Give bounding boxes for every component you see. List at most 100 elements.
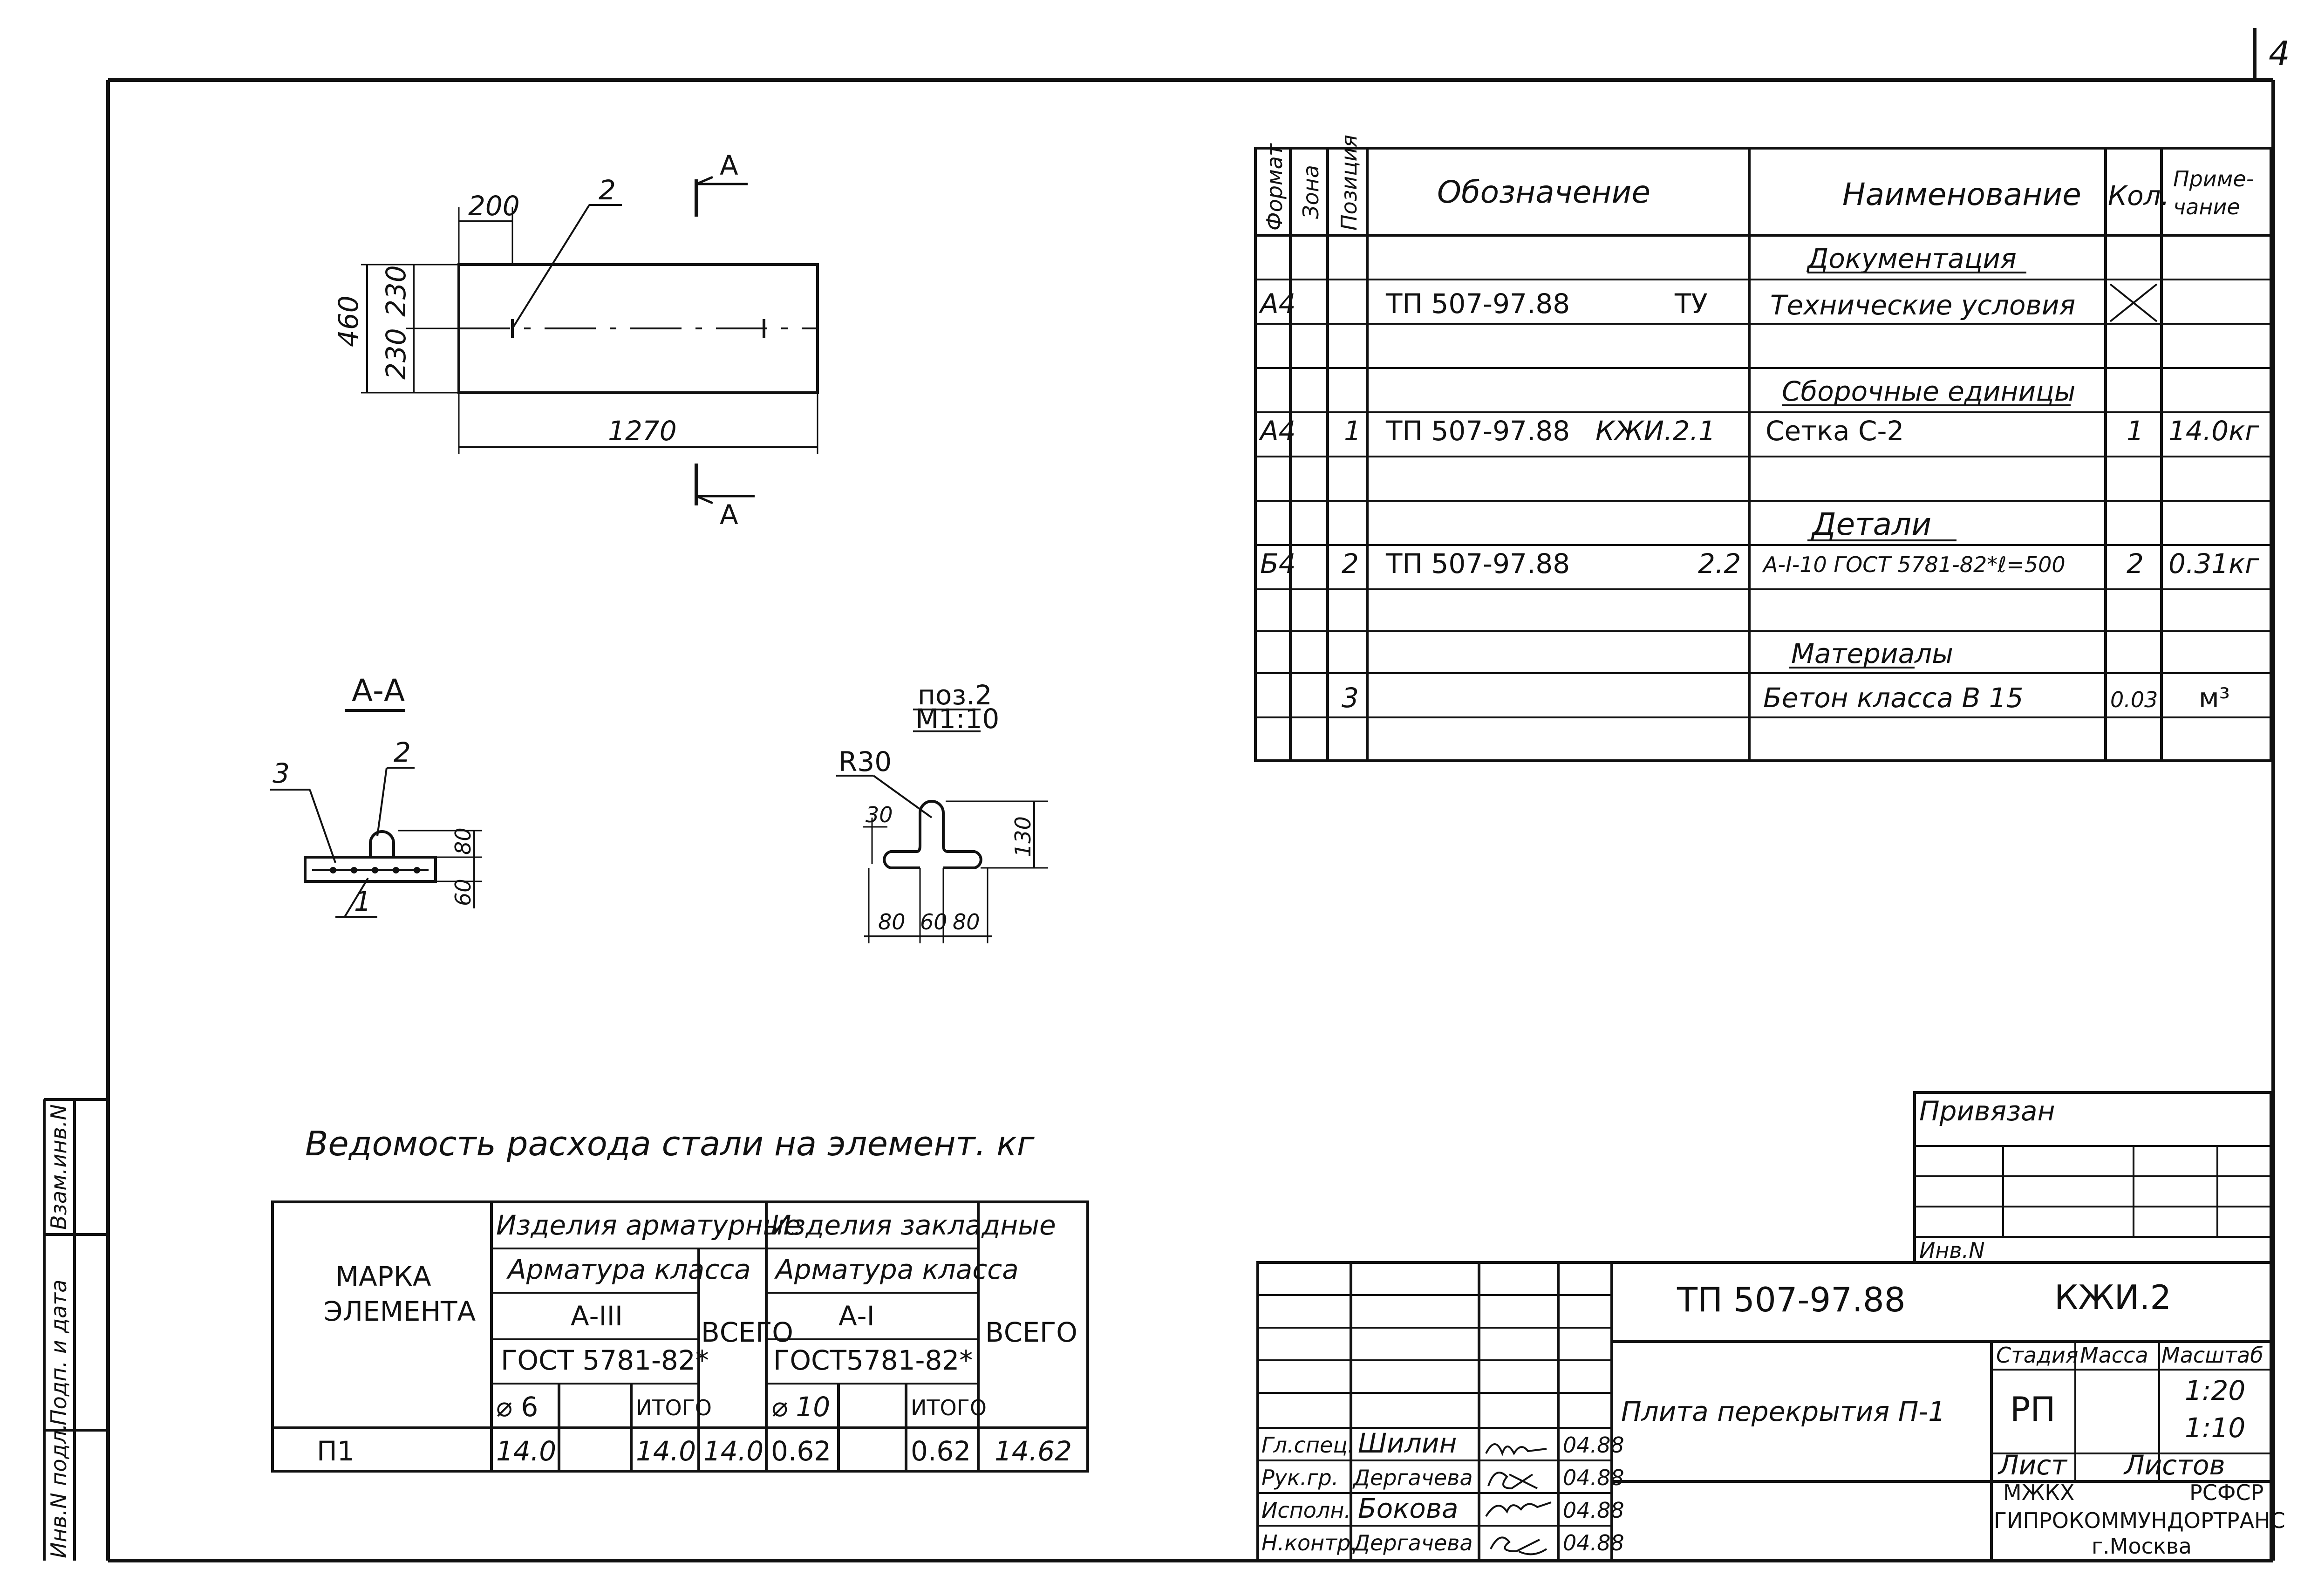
steel-mark-header-2: ЭЛЕМЕНТА <box>324 1296 476 1327</box>
section-aa-dim-60: 60 <box>450 879 476 906</box>
signer-date: 04.88 <box>1563 1432 1624 1458</box>
steel-row-total2: 14.62 <box>995 1435 1072 1467</box>
signer-date: 04.88 <box>1563 1465 1624 1490</box>
spec-row-position: 2 <box>1342 548 1359 580</box>
pos2-dim-80-right: 80 <box>953 909 980 934</box>
signer-name: Шилин <box>1358 1427 1457 1459</box>
signer-role: Гл.спец. <box>1261 1432 1354 1458</box>
section-aa-title: А-А <box>352 673 405 709</box>
signer-date: 04.88 <box>1563 1530 1624 1555</box>
spec-row-qty: 2 <box>2127 548 2144 580</box>
signer-role: Н.контр. <box>1261 1530 1357 1555</box>
spec-row-position: 1 <box>1344 415 1361 447</box>
spec-row-format: А4 <box>1258 415 1296 447</box>
section-aa-pos-2: 2 <box>394 737 411 768</box>
plan-dim-230-bottom: 230 <box>380 328 412 380</box>
title-scale-2: 1:10 <box>2185 1412 2245 1444</box>
signer-name: Дергачева <box>1352 1465 1473 1490</box>
spec-row-note: 14.0кг <box>2168 415 2259 447</box>
title-org-1: МЖКХ <box>2003 1480 2074 1505</box>
steel-itogo-1: ИТОГО <box>636 1395 712 1420</box>
spec-section-documentation: Документация <box>1806 243 2017 274</box>
spec-row-designation: ТП 507-97.88 <box>1385 288 1570 320</box>
signer-name: Дергачева <box>1352 1530 1473 1555</box>
signer-role: Исполн. <box>1261 1498 1351 1523</box>
title-mass-label: Масса <box>2080 1343 2148 1368</box>
spec-section-details: Детали <box>1811 506 1931 542</box>
steel-total-2: ВСЕГО <box>985 1316 1077 1348</box>
steel-d10: ⌀ 10 <box>771 1391 830 1423</box>
title-scale-label: Масштаб <box>2161 1343 2263 1368</box>
steel-embedded-items: Изделия закладные <box>771 1209 1056 1241</box>
spec-row-note: м³ <box>2199 682 2230 714</box>
steel-class-a1: А-I <box>839 1300 875 1332</box>
spec-row-qty: 0.03 <box>2110 687 2158 712</box>
section-aa-bars <box>330 867 420 873</box>
title-stage-value: РП <box>2010 1390 2056 1429</box>
title-org-2: РСФСР <box>2189 1480 2263 1505</box>
spec-header-qty: Кол. <box>2108 180 2169 211</box>
steel-row-d10: 0.62 <box>771 1435 831 1467</box>
spec-row-format: Б4 <box>1260 548 1296 580</box>
binding-title: Привязан <box>1919 1095 2055 1127</box>
spec-row-name: А-I-10 ГОСТ 5781-82*ℓ=500 <box>1762 552 2066 577</box>
spec-row-designation: ТП 507-97.88 <box>1385 548 1570 580</box>
plan-view <box>361 176 819 505</box>
title-sheets-label: Листов <box>2123 1449 2225 1481</box>
signature-marks <box>1485 1443 1552 1555</box>
title-item-name: Плита перекрытия П-1 <box>1621 1396 1945 1427</box>
spec-header-note-1: Приме- <box>2173 166 2254 191</box>
steel-rebar-items: Изделия арматурные <box>496 1209 801 1241</box>
plan-dim-1270: 1270 <box>608 415 677 447</box>
signer-name: Бокова <box>1358 1493 1459 1524</box>
plan-dim-230-top: 230 <box>380 265 412 317</box>
pos2-dim-130: 130 <box>1010 816 1036 857</box>
spec-row-name: Бетон класса В 15 <box>1763 682 2024 714</box>
steel-rebar-class-1: Арматура класса <box>506 1254 751 1285</box>
side-stamp-vzam: Взам.инв.N <box>46 1104 71 1230</box>
title-doc-code: ТП 507-97.88 <box>1677 1280 1906 1319</box>
signer-role: Рук.гр. <box>1261 1465 1338 1490</box>
steel-mark-header-1: МАРКА <box>335 1261 431 1292</box>
signer-date: 04.88 <box>1563 1498 1624 1523</box>
steel-total-1: ВСЕГО <box>701 1316 793 1348</box>
spec-row-designation: ТП 507-97.88 <box>1385 415 1570 447</box>
spec-row-note: 0.31кг <box>2168 548 2259 580</box>
plan-section-top: А <box>720 150 738 181</box>
section-aa <box>270 709 482 918</box>
steel-class-a3: А-III <box>571 1300 623 1332</box>
pos2-dim-60: 60 <box>920 909 948 934</box>
plan-section-bottom: А <box>720 499 738 531</box>
title-doc-suffix: КЖИ.2 <box>2054 1278 2171 1317</box>
pos2-scale: М1:10 <box>915 703 999 735</box>
title-org-4: г.Москва <box>2092 1534 2192 1559</box>
plan-dim-200: 200 <box>468 190 520 222</box>
section-aa-pos-1: 1 <box>354 886 371 917</box>
spec-header-note-2: чание <box>2173 194 2240 219</box>
spec-section-materials: Материалы <box>1791 638 1953 669</box>
pos2-radius: R30 <box>839 746 892 778</box>
side-stamp-podp: Подп. и дата <box>46 1280 71 1425</box>
spec-table-grid <box>1254 147 2272 762</box>
title-scale-1: 1:20 <box>2185 1375 2245 1406</box>
spec-row-name: Технические условия <box>1770 289 2075 321</box>
section-aa-pos-3: 3 <box>273 757 290 789</box>
steel-gost-1: ГОСТ 5781-82* <box>501 1344 709 1376</box>
title-sheet-label: Лист <box>1997 1449 2068 1481</box>
spec-header-designation: Обозначение <box>1437 174 1650 210</box>
pos2-dim-80-left: 80 <box>878 909 906 934</box>
steel-row-total1: 14.0 <box>703 1435 764 1467</box>
steel-table-grid <box>271 1200 1089 1473</box>
section-aa-dim-80: 80 <box>450 827 476 855</box>
binding-inv: Инв.N <box>1919 1238 1985 1263</box>
steel-rebar-class-2: Арматура класса <box>774 1254 1019 1285</box>
side-stamp <box>43 1098 108 1561</box>
steel-table-title: Ведомость расхода стали на элемент. кг <box>305 1124 1035 1163</box>
steel-row-mark: П1 <box>317 1435 354 1467</box>
plan-dim-460: 460 <box>333 295 364 347</box>
spec-header-name: Наименование <box>1842 177 2081 212</box>
steel-row-itogo2: 0.62 <box>911 1435 971 1467</box>
steel-row-d6: 14.0 <box>496 1435 556 1467</box>
sheet-frame <box>106 28 2275 1562</box>
